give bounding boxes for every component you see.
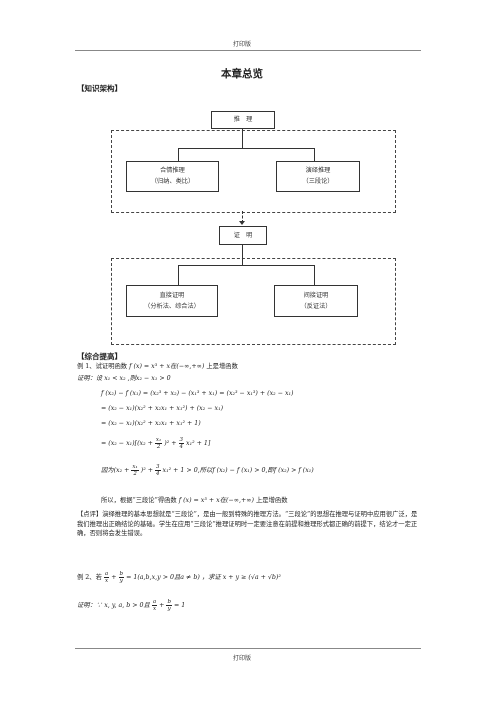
ex2-prefix: 例 2、若 bbox=[77, 574, 102, 581]
deductive-label: 演绎推理 bbox=[305, 167, 331, 174]
frac-denominator: x bbox=[105, 578, 109, 584]
proof-dashed-frame bbox=[111, 258, 396, 345]
ex1-prefix: 例 1、试证明函数 bbox=[77, 363, 128, 370]
ex2-proof-a: 证明：∵ x, y, a, b > 0且 bbox=[77, 602, 150, 609]
frac-denominator: 4 bbox=[156, 471, 160, 477]
frac-denominator: 2 bbox=[156, 444, 161, 450]
connector bbox=[314, 265, 315, 285]
direct-proof-box: 直接证明 （分析法、综合法） bbox=[126, 285, 218, 317]
ex1-function: f (x) = x³ + x在(−∞,+∞) bbox=[129, 363, 205, 370]
deductive-sub: （三段论） bbox=[302, 178, 334, 185]
frac-denominator: x bbox=[152, 606, 157, 612]
example-1-statement: 例 1、试证明函数 f (x) = x³ + x在(−∞,+∞) 上是增函数 bbox=[77, 363, 238, 371]
frac-numerator: a bbox=[103, 571, 110, 578]
plausible-box: 合情推理 （归纳、类比） bbox=[126, 161, 219, 192]
deductive-box: 演绎推理 （三段论） bbox=[276, 161, 360, 192]
ex1-because-b: )² + bbox=[140, 467, 154, 474]
connector bbox=[178, 148, 314, 149]
arrow-line bbox=[242, 211, 243, 223]
ex1-eq4-a: = (x₂ − x₁)[(x₂ + bbox=[101, 440, 153, 447]
frac-numerator: a bbox=[151, 599, 158, 606]
indirect-label: 间接证明 bbox=[303, 292, 329, 299]
plausible-label: 合情推理 bbox=[160, 167, 185, 174]
ex1-eq4-b: )² + bbox=[164, 440, 177, 447]
connector bbox=[178, 265, 179, 285]
proof-box: 证 明 bbox=[219, 226, 267, 245]
connector bbox=[242, 244, 243, 265]
reasoning-label: 推 理 bbox=[233, 116, 253, 123]
ex1-eq1: f (x₂) − f (x₁) = (x₂³ + x₂) − (x₁³ + x₁… bbox=[101, 390, 294, 397]
ex2-goal: ，求证 x + y ≥ (√a + √b)² bbox=[201, 574, 281, 581]
ex1-conclusion-f: f (x) = x³ + x在(−∞,+∞) bbox=[178, 497, 254, 504]
plus-sign: + bbox=[111, 574, 117, 581]
reasoning-dashed-frame bbox=[111, 130, 396, 213]
indirect-sub: （反证法） bbox=[300, 303, 332, 310]
indirect-proof-box: 间接证明 （反证法） bbox=[274, 285, 358, 317]
ex1-conclusion: 所以，根据“三段论”得函数 f (x) = x³ + x在(−∞,+∞) 上是增… bbox=[101, 497, 287, 505]
ex1-because-a: 因为(x₂ + bbox=[101, 467, 130, 474]
ex1-eq4-c: x₁² + 1] bbox=[186, 440, 211, 447]
comment-paragraph: 【点评】演绎推理的基本思想就是“三段论”，是由一般到特殊的推理方法。“三段论”的… bbox=[77, 511, 418, 537]
section-knowledge: 【知识架构】 bbox=[77, 84, 122, 93]
ex2-condition: = 1(a,b,x,y > 0且a ≠ b) bbox=[126, 574, 200, 581]
frac-numerator: x₁ bbox=[131, 464, 139, 471]
connector bbox=[242, 128, 243, 148]
ex1-conclusion-b: 上是增函数 bbox=[256, 497, 288, 504]
page-title: 本章总览 bbox=[221, 68, 263, 80]
frac-denominator: 4 bbox=[179, 444, 184, 450]
frac-denominator: 2 bbox=[133, 471, 137, 477]
frac-numerator: x₁ bbox=[154, 437, 163, 444]
ex1-proof-start: 证明：设 x₁ < x₂ ,则x₂ − x₁ > 0 bbox=[77, 375, 171, 382]
page-footer: 打印版 bbox=[233, 655, 252, 662]
frac-numerator: b bbox=[118, 571, 125, 578]
frac-numerator: b bbox=[166, 599, 172, 606]
arrow-down-icon bbox=[239, 221, 245, 225]
section-comprehensive: 【综合提高】 bbox=[77, 352, 122, 361]
ex1-eq3: = (x₂ − x₁)(x₂² + x₂x₁ + x₁² + 1) bbox=[101, 420, 201, 427]
ex1-conclusion-a: 所以，根据“三段论”得函数 bbox=[101, 497, 177, 504]
reasoning-box: 推 理 bbox=[211, 111, 275, 129]
page-header: 打印版 bbox=[233, 41, 252, 48]
connector bbox=[314, 148, 315, 161]
ex1-because-c: x₁² + 1 > 0,所以f (x₂) − f (x₁) > 0,即f (x₂… bbox=[162, 467, 314, 474]
ex2-proof-b: = 1 bbox=[174, 602, 186, 609]
frac-denominator: y bbox=[167, 606, 171, 612]
proof-label: 证 明 bbox=[233, 232, 253, 239]
direct-sub: （分析法、综合法） bbox=[144, 303, 200, 310]
frac-numerator: 3 bbox=[178, 437, 185, 444]
frac-denominator: y bbox=[119, 578, 123, 584]
header-rule bbox=[75, 50, 421, 51]
plausible-sub: （归纳、类比） bbox=[150, 178, 195, 185]
connector bbox=[178, 148, 179, 161]
connector bbox=[178, 265, 314, 266]
ex1-suffix: 上是增函数 bbox=[206, 363, 238, 370]
frac-numerator: 3 bbox=[155, 464, 161, 471]
direct-label: 直接证明 bbox=[159, 292, 185, 299]
ex1-eq2: = (x₂ − x₁)(x₂² + x₂x₁ + x₁²) + (x₂ − x₁… bbox=[101, 405, 224, 412]
plus-sign: + bbox=[159, 602, 165, 609]
footer-rule bbox=[75, 648, 421, 649]
